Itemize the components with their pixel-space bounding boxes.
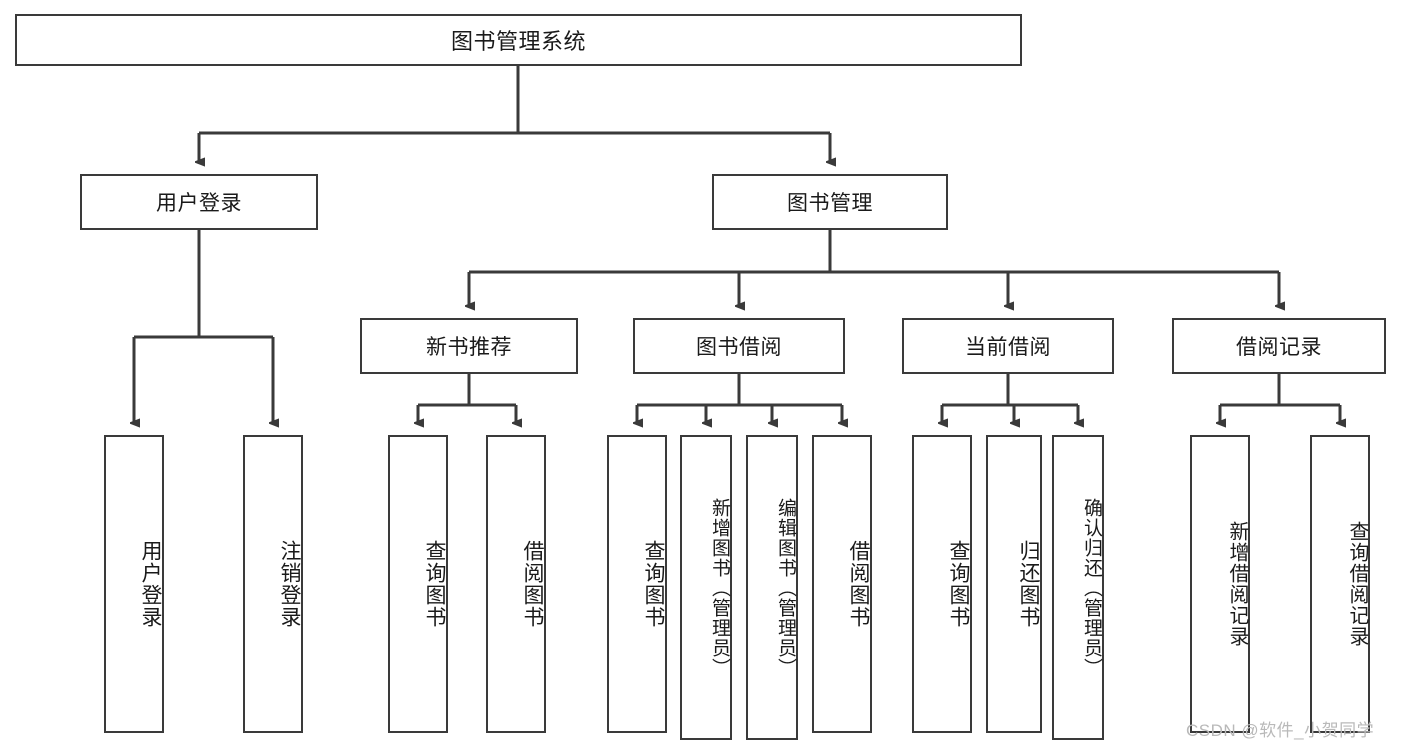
node-current-borrow-label: 当前借阅 bbox=[965, 336, 1051, 359]
node-leaf-query-borrow-record[interactable]: 查询借阅记录 bbox=[1310, 435, 1370, 733]
node-leaf-add-borrow-record[interactable]: 新增借阅记录 bbox=[1190, 435, 1250, 733]
node-leaf-user-login[interactable]: 用户登录 bbox=[104, 435, 164, 733]
node-leaf-query-book-1-label: 查询图书 bbox=[423, 540, 446, 628]
node-leaf-borrow-book-1-label: 借阅图书 bbox=[521, 540, 544, 628]
node-book-borrow[interactable]: 图书借阅 bbox=[633, 318, 845, 374]
node-root-label: 图书管理系统 bbox=[450, 29, 586, 54]
node-new-book-recommend[interactable]: 新书推荐 bbox=[360, 318, 578, 374]
node-borrow-record[interactable]: 借阅记录 bbox=[1172, 318, 1386, 374]
node-leaf-borrow-book-1[interactable]: 借阅图书 bbox=[486, 435, 546, 733]
node-leaf-query-book-3[interactable]: 查询图书 bbox=[912, 435, 972, 733]
node-leaf-logout-label: 注销登录 bbox=[278, 540, 301, 628]
node-leaf-return-book-label: 归还图书 bbox=[1017, 540, 1040, 628]
node-leaf-edit-book-admin-label: 编辑图书（管理员） bbox=[775, 497, 796, 678]
node-leaf-query-book-3-label: 查询图书 bbox=[947, 540, 970, 628]
node-leaf-borrow-book-2-label: 借阅图书 bbox=[847, 540, 870, 628]
node-leaf-query-book-2[interactable]: 查询图书 bbox=[607, 435, 667, 733]
node-user-login[interactable]: 用户登录 bbox=[80, 174, 318, 230]
node-leaf-confirm-return-admin[interactable]: 确认归还（管理员） bbox=[1052, 435, 1104, 740]
node-leaf-confirm-return-admin-label: 确认归还（管理员） bbox=[1081, 497, 1102, 678]
node-leaf-add-book-admin-label: 新增图书（管理员） bbox=[709, 497, 730, 678]
node-book-manage-label: 图书管理 bbox=[787, 192, 873, 215]
node-root[interactable]: 图书管理系统 bbox=[15, 14, 1022, 66]
node-leaf-add-book-admin[interactable]: 新增图书（管理员） bbox=[680, 435, 732, 740]
node-borrow-record-label: 借阅记录 bbox=[1236, 336, 1322, 359]
node-leaf-user-login-label: 用户登录 bbox=[139, 540, 162, 628]
node-user-login-label: 用户登录 bbox=[156, 192, 242, 215]
node-leaf-query-borrow-record-label: 查询借阅记录 bbox=[1346, 521, 1368, 647]
node-leaf-query-book-2-label: 查询图书 bbox=[642, 540, 665, 628]
csdn-watermark: CSDN @软件_小贺同学 bbox=[1186, 721, 1375, 740]
node-book-borrow-label: 图书借阅 bbox=[696, 336, 782, 359]
node-leaf-return-book[interactable]: 归还图书 bbox=[986, 435, 1042, 733]
node-leaf-logout[interactable]: 注销登录 bbox=[243, 435, 303, 733]
node-current-borrow[interactable]: 当前借阅 bbox=[902, 318, 1114, 374]
node-leaf-query-book-1[interactable]: 查询图书 bbox=[388, 435, 448, 733]
node-leaf-add-borrow-record-label: 新增借阅记录 bbox=[1226, 521, 1248, 647]
node-book-manage[interactable]: 图书管理 bbox=[712, 174, 948, 230]
node-leaf-edit-book-admin[interactable]: 编辑图书（管理员） bbox=[746, 435, 798, 740]
node-new-book-recommend-label: 新书推荐 bbox=[426, 336, 512, 359]
node-leaf-borrow-book-2[interactable]: 借阅图书 bbox=[812, 435, 872, 733]
